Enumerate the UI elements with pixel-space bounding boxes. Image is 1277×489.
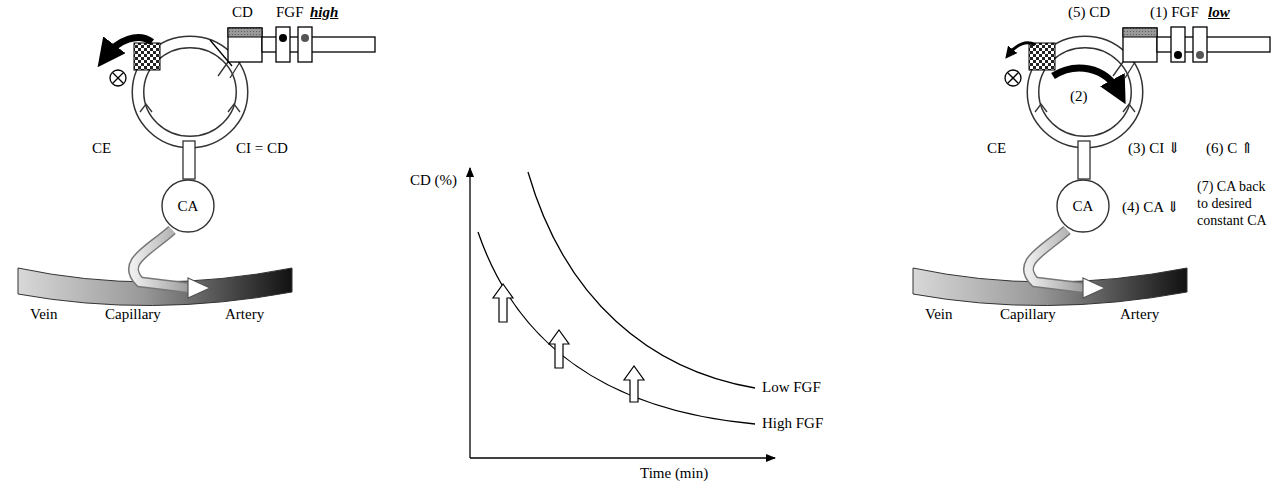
breathing-circuit [18,27,375,306]
step-label: (5) CD [1068,4,1110,21]
shift-arrow [624,366,644,402]
alveolus-label: CA [1073,198,1094,215]
breathing-circuit [913,27,1270,306]
step-label: (1) FGF [1150,4,1199,21]
flow-level: low [1208,4,1230,21]
step-label: (4) CA ⇓ [1122,199,1180,216]
curve-label: High FGF [762,415,823,432]
alveolus-outline [1057,180,1109,232]
vessel-label: Vein [925,306,953,323]
vessel-label: Capillary [1000,306,1056,323]
flow-arrow [106,38,152,56]
step-label: (3) CI ⇓ [1128,140,1181,157]
concentration-label: CE [92,140,111,157]
alveolus-circle: CA [161,179,215,233]
clamp-line [210,40,232,66]
vessel-label: Artery [1120,306,1159,323]
flowmeter-float [1174,51,1182,59]
flow-label: FGF [276,4,304,21]
circuit-low-fgf [913,27,1270,306]
shift-arrow [493,284,513,322]
flowmeter-float [301,34,309,42]
shift-arrow [549,330,569,368]
circuit-high-fgf [18,27,375,306]
low-fgf-curve [528,172,755,388]
y-axis [469,168,470,458]
flowmeter-float [1196,51,1204,59]
axis-label: Time (min) [640,465,708,482]
concentration-label: CE [987,140,1006,157]
high-fgf-curve [478,232,755,424]
curve-label: Low FGF [762,379,821,396]
step-note: (7) CA back to desired constant CA [1197,178,1273,229]
axis-label: CD (%) [410,172,457,189]
vessel-label: Capillary [105,306,161,323]
concentration-label: CA [178,198,199,215]
concentration-label: CD [232,4,253,21]
vessel-label: Artery [225,306,264,323]
flow-arrow [1009,43,1035,54]
step-label: (6) C ⇑ [1206,140,1254,157]
alveolus-label: CA [178,198,199,215]
vessel-label: Vein [30,306,58,323]
x-axis [470,457,775,458]
flow-level: high [310,4,338,21]
concentration-label: CI = CD [236,140,288,157]
flowmeter-float [279,34,287,42]
concentration-chart [470,168,775,458]
alveolus-outline [162,180,214,232]
step-number: (2) [1070,88,1088,105]
alveolus-circle: CA [1056,179,1110,233]
concentration-label: CA [1073,198,1094,215]
